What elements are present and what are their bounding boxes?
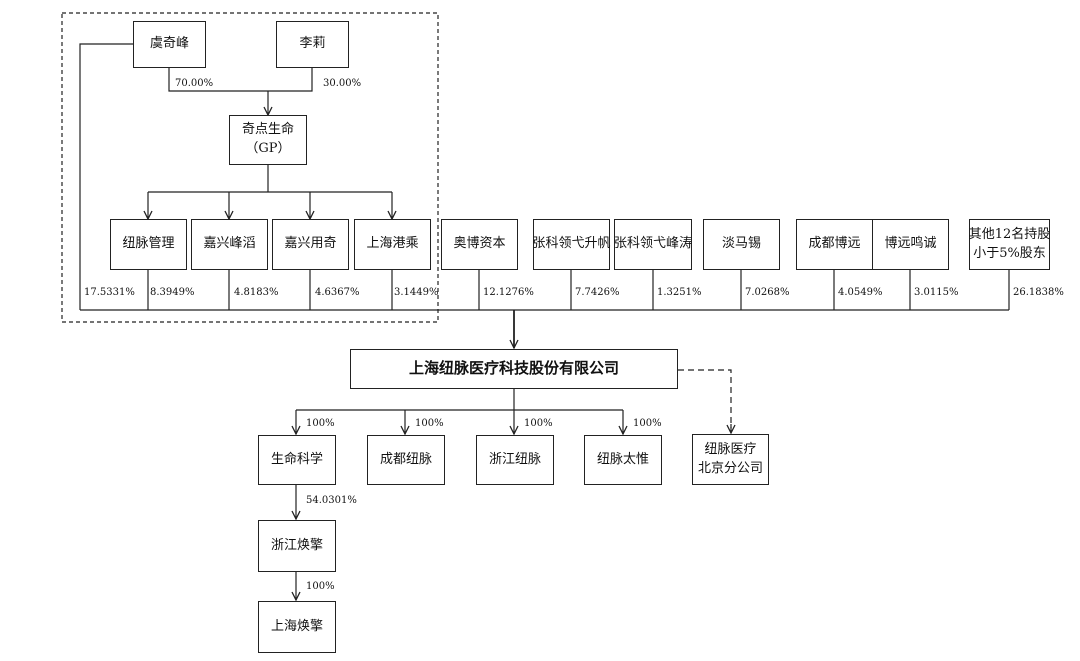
branch-beijing: 纽脉医疗北京分公司 [692,434,769,485]
shareholder-zhangke-fengtao: 张科领弋峰涛 [614,219,692,270]
shareholder-dan-maxi: 淡马锡 [703,219,780,270]
shareholder-li-li: 李莉 [276,21,349,68]
subsidiary-zhejiang-huanqing: 浙江焕擎 [258,520,336,572]
pct-li-to-qidian: 30.00% [323,78,362,89]
shareholder-shanghai-gangcheng: 上海港乘 [354,219,431,270]
pct-sub-chengdu: 100% [415,418,444,429]
pct-boyuan-mingcheng: 3.0115% [914,287,959,298]
pct-zhangke-shengfan: 7.7426% [575,287,620,298]
gp-qidian-shengming: 奇点生命（GP） [229,115,307,165]
subsidiary-zhejiang-zumai: 浙江纽脉 [476,435,554,485]
pct-shanghai-gangcheng: 3.1449% [394,287,439,298]
pct-sub-taiwei: 100% [633,418,662,429]
pct-yu-direct: 17.5331% [84,287,135,298]
subsidiary-shengming-kexue: 生命科学 [258,435,336,485]
shareholder-boyuan-mingcheng: 博远鸣诚 [872,219,949,270]
pct-zhejiang-huanqing: 54.0301% [306,495,357,506]
pct-others: 26.1838% [1013,287,1064,298]
shareholder-zumai-guanli: 纽脉管理 [110,219,187,270]
pct-sub-zhejiang: 100% [524,418,553,429]
shareholder-jiaxing-yongqi: 嘉兴用奇 [272,219,349,270]
gp-group-frame [61,12,439,323]
pct-shanghai-huanqing: 100% [306,581,335,592]
pct-dan-maxi: 7.0268% [745,287,790,298]
shareholder-zhangke-shengfan: 张科领弋升帆 [533,219,611,270]
shareholder-others: 其他12名持股小于5%股东 [969,219,1050,270]
subsidiary-chengdu-zumai: 成都纽脉 [367,435,445,485]
pct-jiaxing-yongqi: 4.6367% [315,287,360,298]
pct-zhangke-fengtao: 1.3251% [657,287,702,298]
company-main: 上海纽脉医疗科技股份有限公司 [350,349,678,389]
pct-chengdu-boyuan: 4.0549% [838,287,883,298]
subsidiary-zumai-taiwei: 纽脉太惟 [584,435,662,485]
shareholder-yu-qifeng: 虞奇峰 [133,21,206,68]
shareholder-aobo-ziben: 奥博资本 [441,219,518,270]
shareholder-chengdu-boyuan: 成都博远 [796,219,873,270]
pct-sub-shengming: 100% [306,418,335,429]
pct-zumai-guanli: 8.3949% [150,287,195,298]
pct-aobo-ziben: 12.1276% [483,287,534,298]
pct-jiaxing-fengdao: 4.8183% [234,287,279,298]
pct-yu-to-qidian: 70.00% [175,78,214,89]
subsidiary-shanghai-huanqing: 上海焕擎 [258,601,336,653]
shareholder-jiaxing-fengdao: 嘉兴峰滔 [191,219,268,270]
